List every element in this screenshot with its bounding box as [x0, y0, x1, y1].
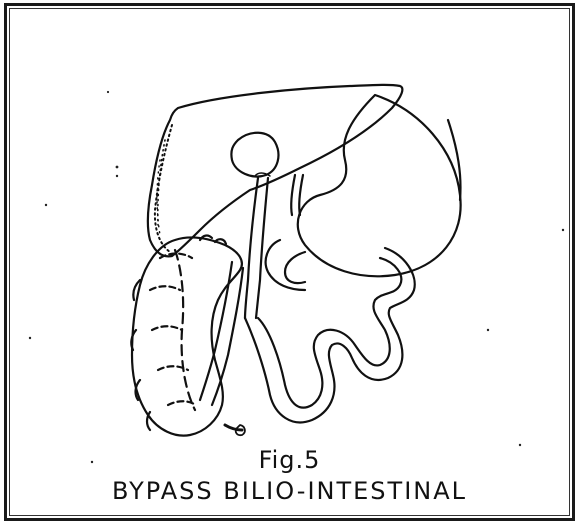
- figure-label: Fig.5: [0, 446, 579, 474]
- figure-title: BYPASS BILIO-INTESTINAL: [0, 477, 579, 505]
- liver: [148, 85, 403, 257]
- bile-duct: [245, 173, 303, 318]
- gallbladder: [231, 133, 278, 177]
- stomach: [298, 95, 461, 276]
- colon: [131, 236, 245, 436]
- intestine-loop: [245, 240, 415, 422]
- paper-specks: [29, 91, 564, 463]
